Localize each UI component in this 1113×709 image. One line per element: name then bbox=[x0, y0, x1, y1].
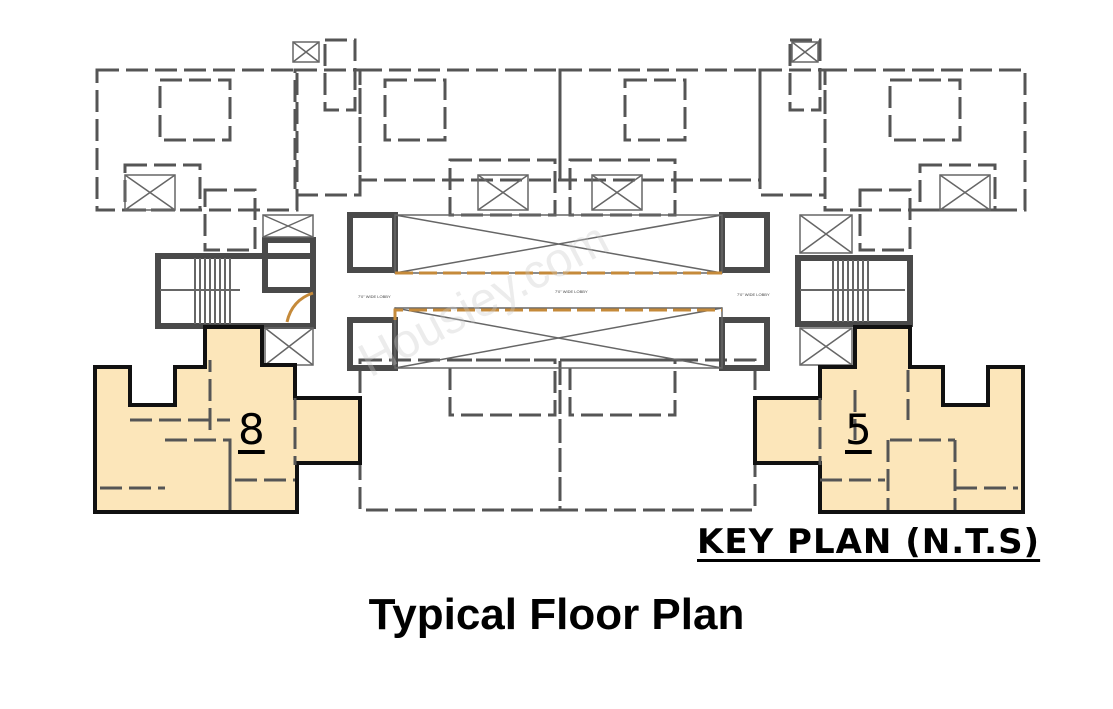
unit-8-highlight bbox=[93, 325, 362, 514]
svg-text:7'0" WIDE LOBBY: 7'0" WIDE LOBBY bbox=[555, 289, 588, 294]
svg-text:7'0" WIDE LOBBY: 7'0" WIDE LOBBY bbox=[358, 294, 391, 299]
svg-text:7'0" WIDE LOBBY: 7'0" WIDE LOBBY bbox=[737, 292, 770, 297]
ducts bbox=[124, 174, 991, 369]
page-title: Typical Floor Plan bbox=[368, 590, 745, 639]
key-plan-label: KEY PLAN (N.T.S) bbox=[697, 522, 1041, 562]
lobby-lines: 7'0" WIDE LOBBY 7'0" WIDE LOBBY 7'0" WID… bbox=[358, 271, 770, 320]
unit-number-5: 5 bbox=[845, 405, 872, 454]
dashed-walls bbox=[95, 38, 1027, 512]
lift-shafts bbox=[262, 41, 819, 371]
unit-5-highlight bbox=[753, 325, 1025, 514]
unit-number-8: 8 bbox=[238, 405, 265, 454]
